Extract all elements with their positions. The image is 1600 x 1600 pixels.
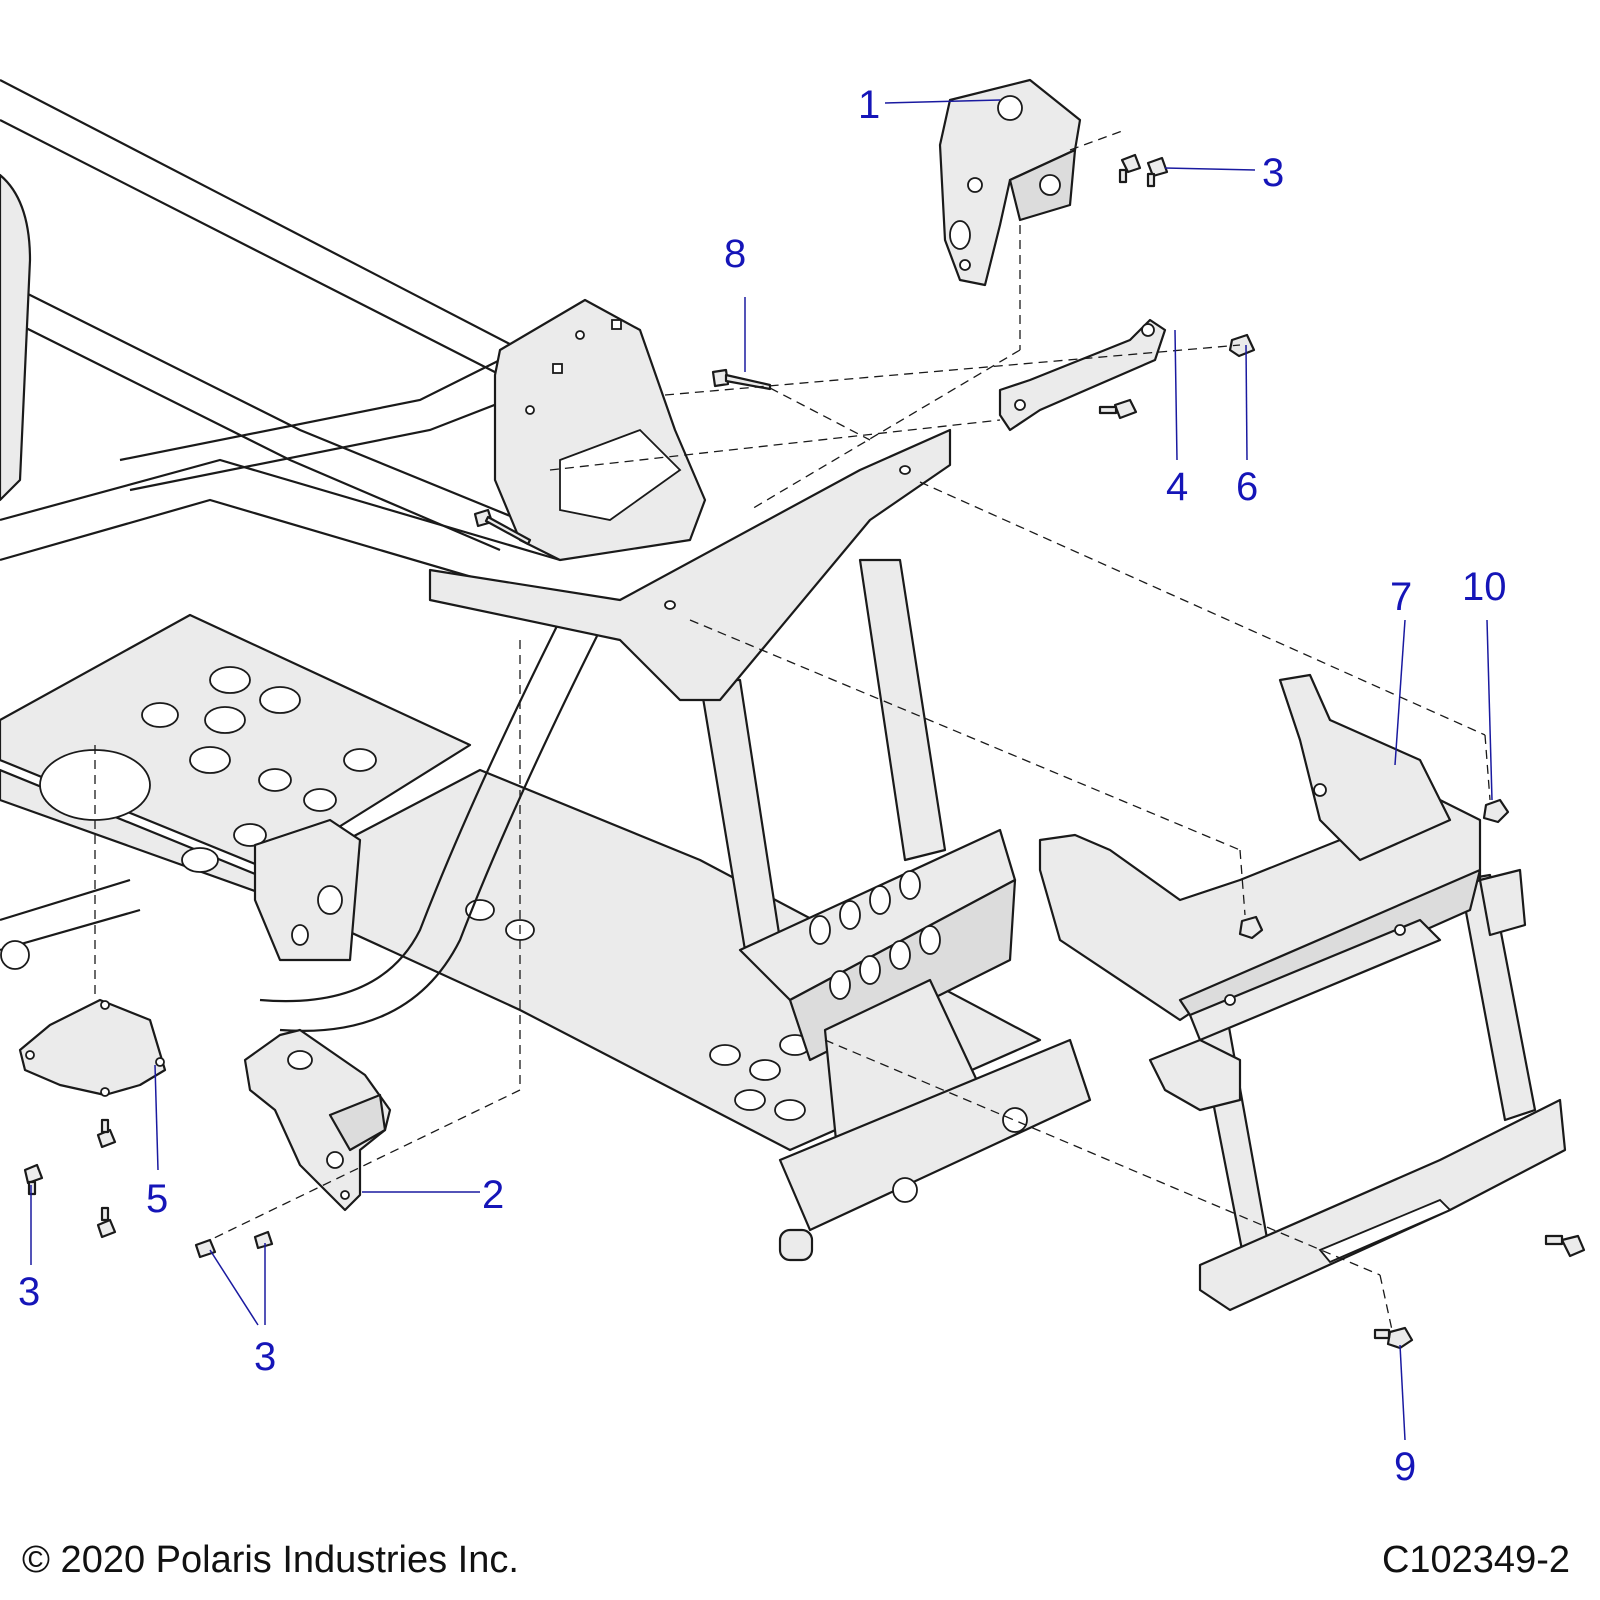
callout-1: 1 bbox=[858, 83, 880, 127]
screw-5a-icon bbox=[96, 1118, 117, 1149]
callout-labels: 1 3 8 4 6 7 10 2 5 3 3 9 bbox=[18, 83, 1507, 1489]
rivet-top-b-icon bbox=[1146, 156, 1169, 188]
callout-7: 7 bbox=[1390, 575, 1412, 619]
bolt-8-icon bbox=[711, 368, 772, 391]
leader-lines bbox=[30, 99, 1493, 1441]
callout-3-bottom: 3 bbox=[254, 1335, 276, 1379]
callout-4: 4 bbox=[1166, 465, 1188, 509]
nut-bumper-icon bbox=[1238, 915, 1264, 940]
box-holes bbox=[809, 870, 941, 1000]
rivet-bottom-b-icon bbox=[253, 1230, 274, 1250]
callout-2: 2 bbox=[482, 1173, 504, 1217]
rivet-top-a-icon bbox=[1118, 153, 1142, 184]
bolt-right-icon bbox=[1544, 1234, 1586, 1258]
part-7-front-bumper bbox=[1038, 673, 1567, 1312]
copyright-notice: © 2020 Polaris Industries Inc. bbox=[22, 1539, 519, 1581]
rivet-left-icon bbox=[23, 1163, 44, 1196]
fasteners bbox=[23, 153, 1586, 1350]
callout-6: 6 bbox=[1236, 465, 1258, 509]
screw-5b-icon bbox=[96, 1206, 117, 1239]
callout-8: 8 bbox=[724, 232, 746, 276]
rivet-bottom-a-icon bbox=[194, 1238, 217, 1259]
part-5-cover-plate bbox=[18, 998, 167, 1097]
callout-9: 9 bbox=[1394, 1445, 1416, 1489]
part-4-bracket bbox=[998, 318, 1167, 432]
bolt-9-icon bbox=[1373, 1326, 1414, 1350]
part-1-upper-bracket bbox=[938, 78, 1082, 287]
bolt-4-icon bbox=[1098, 398, 1138, 420]
drawing-number: C102349-2 bbox=[1381, 1539, 1570, 1581]
assembly-lines bbox=[94, 129, 1491, 1331]
callout-3-left: 3 bbox=[18, 1270, 40, 1314]
callout-3-top: 3 bbox=[1262, 151, 1284, 195]
callout-5: 5 bbox=[146, 1177, 168, 1221]
bolt-bulkhead-icon bbox=[473, 508, 532, 546]
callout-10: 10 bbox=[1462, 565, 1507, 609]
part-2-lower-bracket bbox=[243, 1028, 392, 1212]
nut-10-icon bbox=[1482, 798, 1510, 824]
bulkhead-panel bbox=[493, 298, 707, 562]
